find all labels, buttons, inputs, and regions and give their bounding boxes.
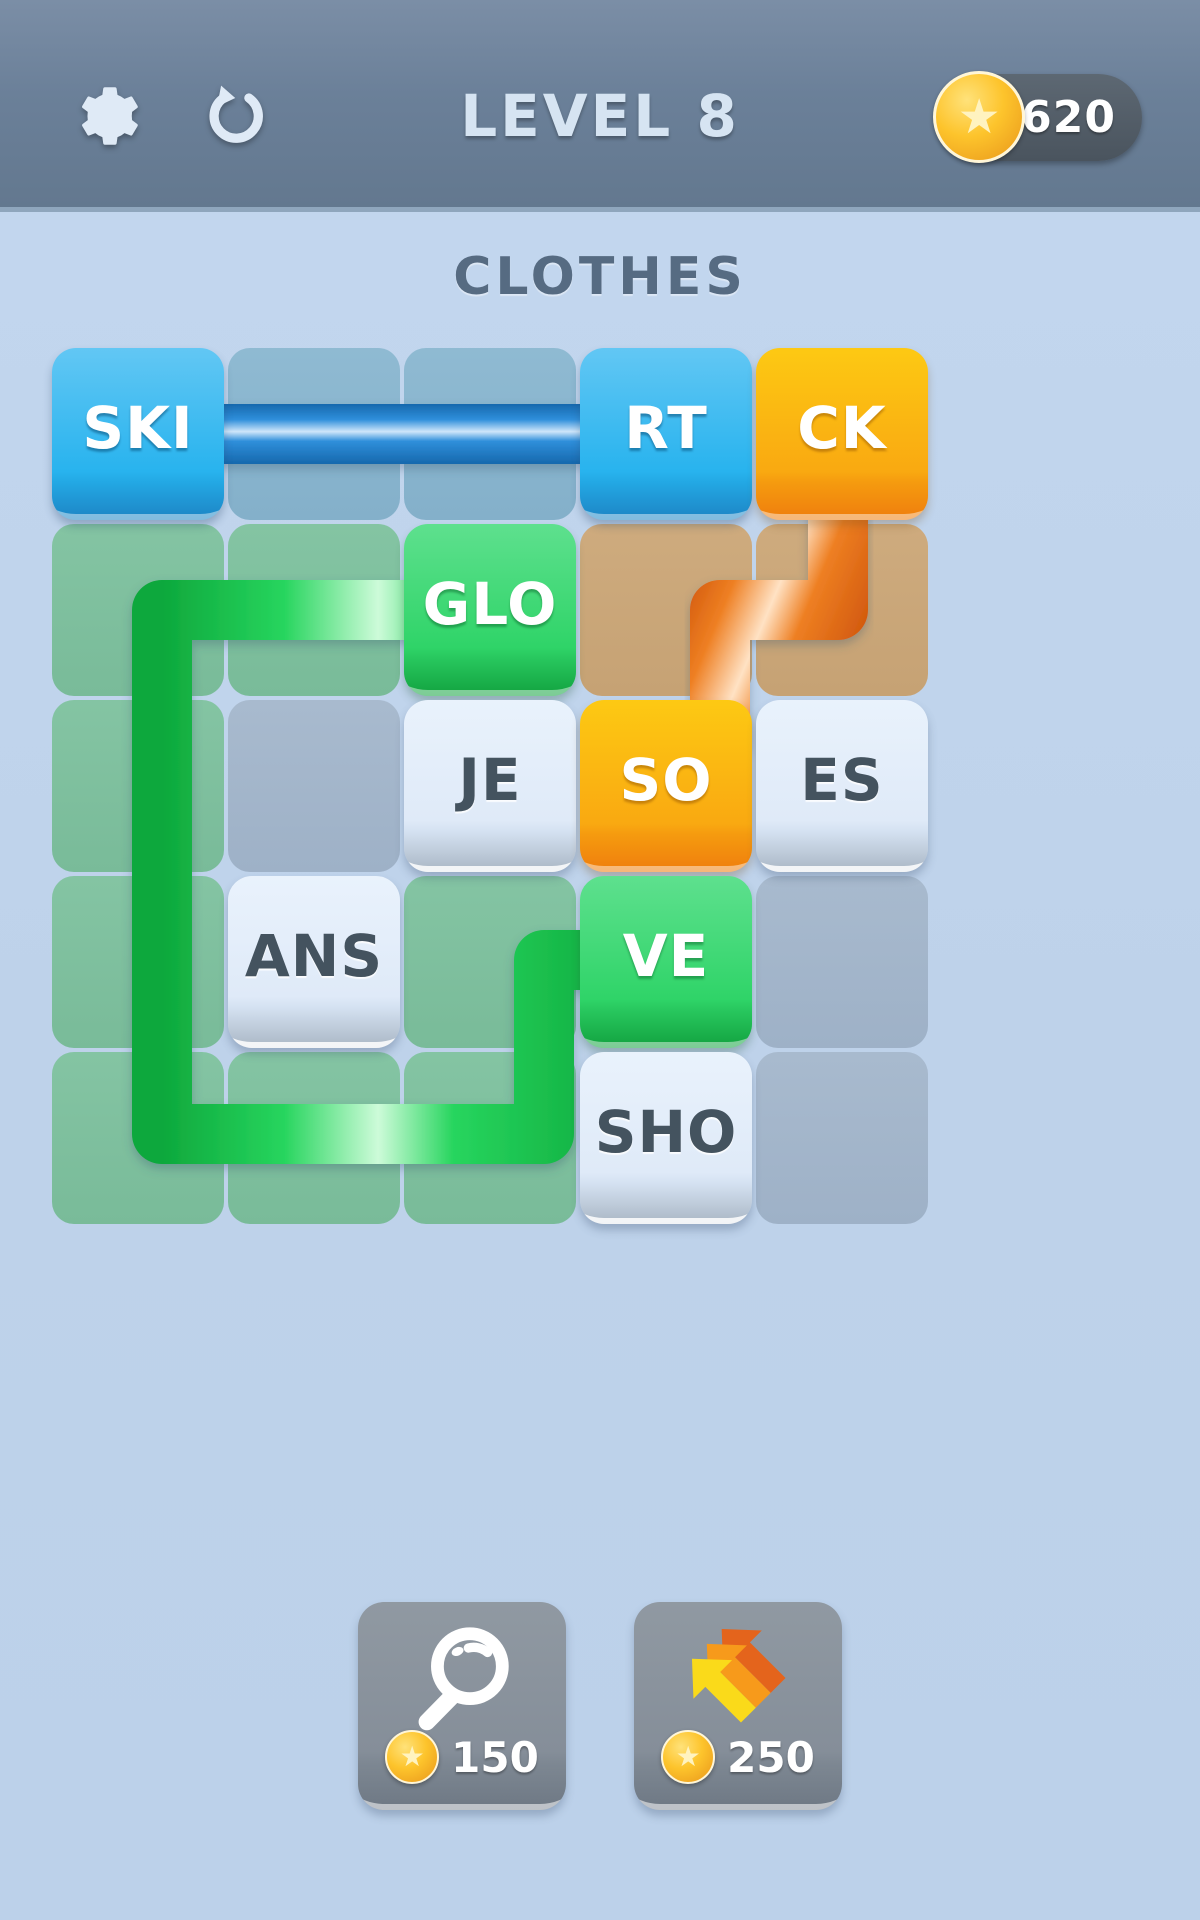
word-tile-ck[interactable]: CK: [756, 348, 928, 520]
grid-cell-r1c1[interactable]: [228, 524, 400, 696]
word-tile-label: RT: [624, 394, 708, 462]
word-tile-so[interactable]: SO: [580, 700, 752, 872]
word-tile-label: SO: [619, 746, 713, 814]
puzzle-area: CLOTHES: [0, 212, 1200, 1920]
page-title: LEVEL 8: [460, 82, 740, 150]
restart-icon: [204, 80, 266, 156]
coin-icon: ★: [385, 1730, 440, 1784]
word-tile-je[interactable]: JE: [404, 700, 576, 872]
grid-cell-r3c2[interactable]: [404, 876, 576, 1048]
restart-button[interactable]: [192, 78, 278, 158]
grid-cell-r4c2[interactable]: [404, 1052, 576, 1224]
word-tile-glo[interactable]: GLO: [404, 524, 576, 696]
grid-cell-r1c3[interactable]: [580, 524, 752, 696]
word-tile-label: ES: [800, 746, 884, 814]
arrows-up-icon: [634, 1618, 842, 1738]
word-tile-rt[interactable]: RT: [580, 348, 752, 520]
skip-cost: ★ 250: [634, 1730, 842, 1784]
hint-cost-value: 150: [451, 1732, 539, 1782]
word-tile-ans[interactable]: ANS: [228, 876, 400, 1048]
magnifier-icon: [358, 1618, 566, 1738]
coin-icon: ★: [661, 1730, 716, 1784]
grid-cell-r4c1[interactable]: [228, 1052, 400, 1224]
grid-cell-r4c0[interactable]: [52, 1052, 224, 1224]
coin-balance-value: 620: [1021, 92, 1116, 143]
hint-button[interactable]: ★ 150: [358, 1602, 566, 1810]
settings-button[interactable]: [64, 78, 150, 158]
word-tile-label: JE: [458, 746, 522, 814]
word-tile-es[interactable]: ES: [756, 700, 928, 872]
game-header: LEVEL 8 ★ 620: [0, 0, 1200, 212]
skip-cost-value: 250: [727, 1732, 815, 1782]
word-tile-ski[interactable]: SKI: [52, 348, 224, 520]
grid-cell-r1c0[interactable]: [52, 524, 224, 696]
word-tile-label: CK: [797, 394, 887, 462]
grid-cell-r4c4[interactable]: [756, 1052, 928, 1224]
grid-cell-r3c0[interactable]: [52, 876, 224, 1048]
puzzle-board: SKI RT CK GLO JE SO ES ANS VE SHO: [52, 348, 929, 1225]
grid-cell-r0c2[interactable]: [404, 348, 576, 520]
coin-balance-badge[interactable]: ★ 620: [933, 71, 1142, 163]
tool-buttons-row: ★ 150 ★ 250: [0, 1602, 1200, 1862]
word-tile-label: ANS: [244, 922, 384, 990]
word-tile-label: SHO: [594, 1098, 738, 1166]
coin-icon: ★: [933, 71, 1026, 163]
word-tile-label: SKI: [82, 394, 194, 462]
grid-cell-r0c1[interactable]: [228, 348, 400, 520]
grid-cell-r3c4[interactable]: [756, 876, 928, 1048]
grid-cell-r2c1[interactable]: [228, 700, 400, 872]
word-tile-label: GLO: [422, 570, 558, 638]
word-tile-label: VE: [622, 922, 710, 990]
category-title: CLOTHES: [453, 247, 747, 307]
skip-button[interactable]: ★ 250: [634, 1602, 842, 1810]
gear-icon: [72, 81, 142, 155]
word-tile-sho[interactable]: SHO: [580, 1052, 752, 1224]
grid-cell-r2c0[interactable]: [52, 700, 224, 872]
hint-cost: ★ 150: [358, 1730, 566, 1784]
grid-cell-r1c4[interactable]: [756, 524, 928, 696]
word-tile-ve[interactable]: VE: [580, 876, 752, 1048]
header-inner: LEVEL 8 ★ 620: [0, 0, 1200, 207]
